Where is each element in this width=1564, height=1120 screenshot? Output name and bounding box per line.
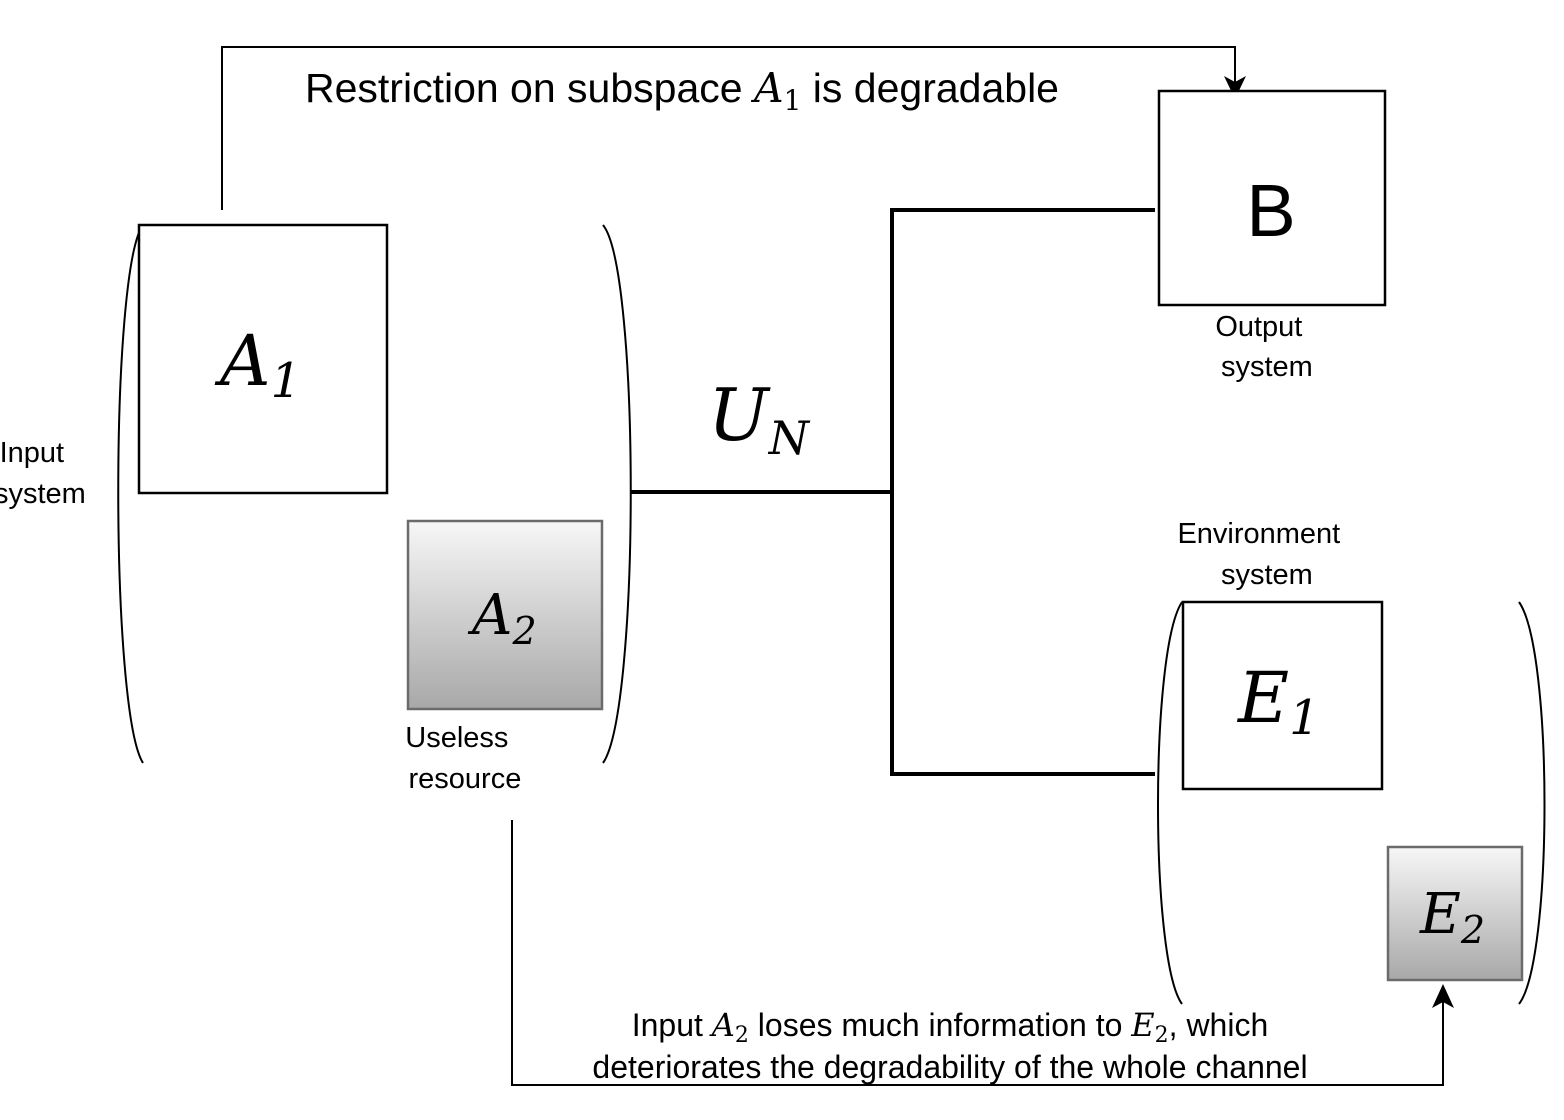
top-arrow-head bbox=[1224, 76, 1246, 99]
e1-box bbox=[1181, 600, 1384, 791]
environment-bracket-left bbox=[1157, 601, 1183, 1005]
top-arrow-label: Restriction on subspace A1 is degradable bbox=[305, 64, 1059, 117]
e1-label: E1 bbox=[1236, 657, 1320, 746]
bottom-arrow-head bbox=[1432, 984, 1454, 1008]
bottom-arrow bbox=[511, 820, 1454, 1086]
a2-label: A2 bbox=[467, 583, 537, 653]
useless-resource-label: Useless resource bbox=[0, 0, 549, 795]
a1-label: A1 bbox=[214, 320, 301, 409]
input-bracket-left bbox=[117, 224, 144, 764]
environment-system-label: Environment system bbox=[0, 0, 1381, 591]
b-box bbox=[1157, 89, 1387, 307]
output-system-label: Output system bbox=[0, 0, 1343, 383]
bottom-arrow-label-line2: deteriorates the degradability of the wh… bbox=[592, 1049, 1307, 1085]
top-arrow bbox=[221, 46, 1246, 210]
input-system-label: Input system bbox=[0, 0, 110, 510]
b-label: B bbox=[1246, 169, 1295, 252]
bottom-arrow-line bbox=[511, 820, 1444, 1086]
input-bracket-right bbox=[602, 224, 632, 764]
e2-label: E2 bbox=[1419, 882, 1485, 952]
a2-box bbox=[406, 519, 604, 711]
channel-label: UN bbox=[708, 373, 811, 465]
channel-lines bbox=[630, 208, 1155, 776]
a1-box bbox=[137, 223, 389, 495]
bottom-arrow-label-line1: Input A2 loses much information to E2, w… bbox=[632, 1006, 1269, 1048]
environment-bracket-right bbox=[1518, 601, 1546, 1005]
e2-box bbox=[1386, 845, 1524, 982]
top-arrow-line bbox=[221, 46, 1236, 210]
